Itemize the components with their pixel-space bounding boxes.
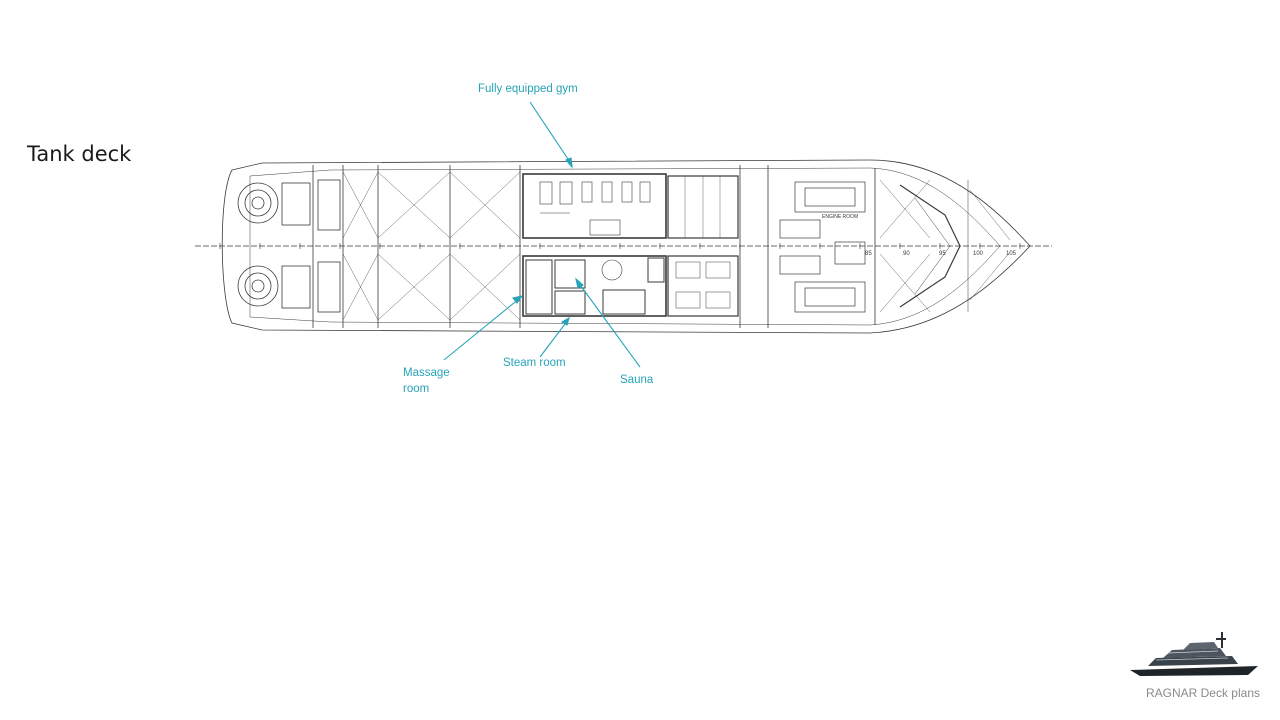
gym-outline	[522, 173, 667, 239]
slide-title: Tank deck	[27, 142, 132, 166]
room-label: ENGINE ROOM	[822, 214, 858, 220]
yacht-logo-icon	[1130, 632, 1258, 676]
inner-hull-line	[249, 167, 1001, 326]
gym-callout: Fully equipped gym	[478, 83, 578, 95]
frame-number: 100	[973, 251, 984, 257]
steam-room-callout: Steam room	[503, 357, 566, 369]
spa-outline	[522, 255, 667, 317]
steam-leader	[539, 319, 569, 358]
hull-outline	[221, 159, 1031, 334]
massage-callout-line1: Massage	[403, 367, 450, 379]
massage-room-callout: Massage room	[403, 365, 450, 397]
gym-leader	[529, 101, 573, 166]
massage-leader	[443, 297, 521, 361]
sauna-callout: Sauna	[620, 374, 654, 386]
sauna-leader	[577, 281, 641, 368]
frame-number: 105	[1006, 251, 1017, 257]
massage-callout-line2: room	[403, 383, 430, 395]
footer-caption: RAGNAR Deck plans	[1145, 686, 1260, 700]
frame-number: 95	[939, 251, 946, 257]
frame-number: 85	[865, 251, 872, 257]
frame-number: 90	[903, 251, 910, 257]
